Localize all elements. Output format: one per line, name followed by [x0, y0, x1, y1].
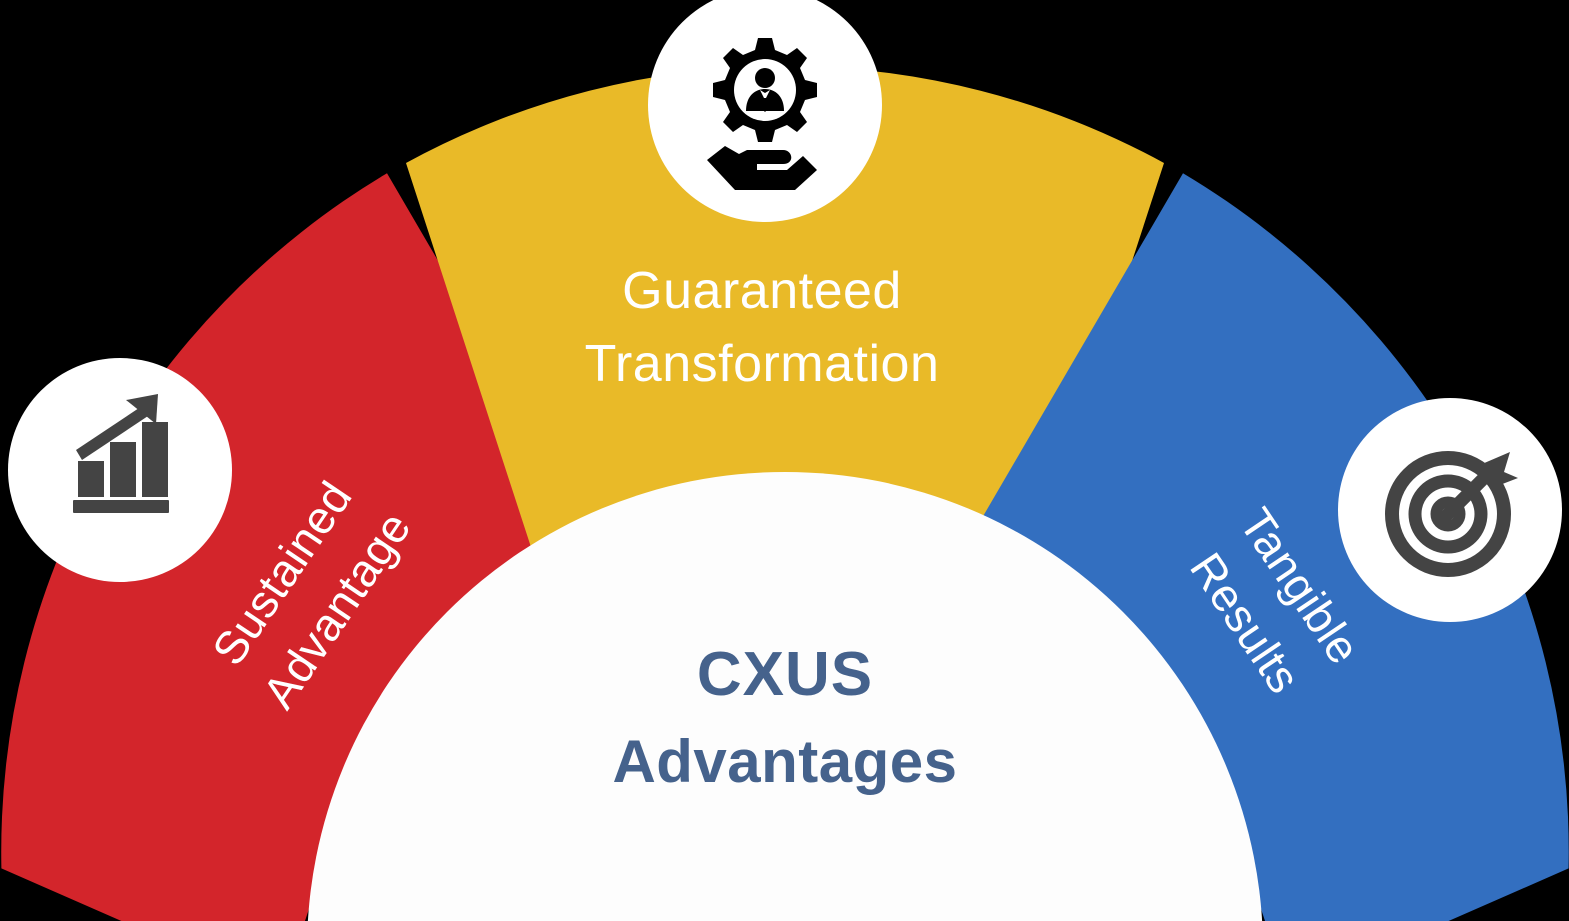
segment-label-guaranteed-transformation-line2: Transformation [585, 335, 940, 393]
hand-holding-gear-person-icon [707, 38, 817, 190]
center-hub-circle [307, 472, 1263, 921]
center-subtitle: Advantages [612, 728, 957, 795]
segment-tangible-results[interactable] [938, 173, 1569, 921]
growth-bar-chart-icon [73, 394, 169, 513]
center-title: CXUS [697, 640, 873, 709]
target-bullseye-arrow-icon [1385, 451, 1518, 577]
segment-guaranteed-transformation[interactable] [406, 66, 1164, 581]
segment-label-guaranteed-transformation-line1: Guaranteed [622, 262, 902, 320]
